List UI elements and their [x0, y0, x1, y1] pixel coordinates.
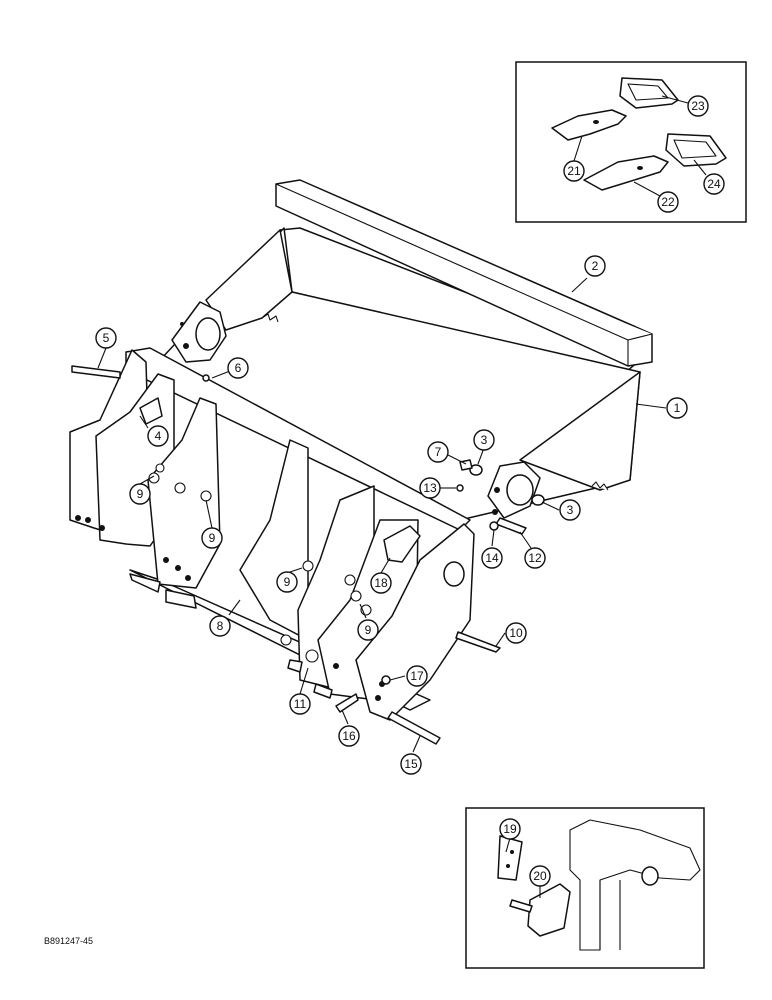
svg-text:14: 14	[485, 551, 499, 565]
callout-5: 5	[95, 327, 117, 349]
svg-text:9: 9	[209, 531, 216, 545]
callout-16: 16	[338, 725, 360, 747]
svg-text:13: 13	[423, 481, 437, 495]
svg-text:9: 9	[365, 623, 372, 637]
svg-text:16: 16	[342, 729, 356, 743]
callout-23: 23	[687, 95, 709, 117]
callout-8: 8	[209, 615, 231, 637]
left-pivot-boss	[171, 301, 227, 363]
svg-text:12: 12	[528, 551, 542, 565]
leader-lines	[97, 277, 667, 753]
bushing-3-right	[531, 494, 545, 506]
bushing-3-top	[469, 464, 483, 476]
svg-text:5: 5	[103, 331, 110, 345]
fitting-13	[456, 484, 464, 492]
callout-13: 13	[419, 477, 441, 499]
svg-text:3: 3	[567, 503, 574, 517]
callout-20: 20	[529, 865, 551, 887]
hardware	[71, 365, 545, 745]
callout-2: 2	[584, 255, 606, 277]
callout-7: 7	[427, 441, 449, 463]
svg-text:3: 3	[481, 433, 488, 447]
quick-attach-frame	[69, 347, 475, 721]
svg-text:10: 10	[509, 626, 523, 640]
callout-14: 14	[481, 547, 503, 569]
callout-10: 10	[505, 622, 527, 644]
spill-guard	[275, 179, 653, 367]
svg-text:21: 21	[567, 164, 581, 178]
callout-1: 1	[666, 397, 688, 419]
svg-text:2: 2	[592, 259, 599, 273]
svg-text:20: 20	[533, 869, 547, 883]
svg-text:17: 17	[410, 669, 424, 683]
adapter-22	[583, 155, 669, 191]
pin-5	[71, 365, 121, 379]
svg-text:8: 8	[217, 619, 224, 633]
svg-text:9: 9	[137, 487, 144, 501]
pin-15	[387, 711, 441, 745]
svg-text:7: 7	[435, 445, 442, 459]
callout-17: 17	[406, 665, 428, 687]
pin-10	[455, 631, 501, 653]
nut-6	[202, 374, 210, 382]
svg-text:24: 24	[707, 177, 721, 191]
callout-11: 11	[289, 693, 311, 715]
callout-9-b: 9	[201, 527, 223, 549]
callout-9-a: 9	[129, 483, 151, 505]
callout-3-right: 3	[559, 499, 581, 521]
callout-12: 12	[524, 547, 546, 569]
svg-text:9: 9	[284, 575, 291, 589]
callout-4: 4	[147, 425, 169, 447]
svg-text:22: 22	[661, 195, 675, 209]
svg-text:15: 15	[404, 757, 418, 771]
svg-text:4: 4	[155, 429, 162, 443]
svg-text:19: 19	[503, 822, 517, 836]
adapter-21	[551, 109, 627, 141]
svg-text:6: 6	[235, 361, 242, 375]
svg-text:11: 11	[294, 697, 307, 711]
svg-text:1: 1	[674, 401, 681, 415]
pin-12	[495, 517, 527, 535]
nut-17	[381, 675, 391, 685]
callout-15: 15	[400, 753, 422, 775]
svg-text:18: 18	[374, 576, 388, 590]
callout-9-d: 9	[357, 619, 379, 641]
callout-6: 6	[227, 357, 249, 379]
svg-text:23: 23	[691, 99, 705, 113]
callout-24: 24	[703, 173, 725, 195]
callout-3-top: 3	[473, 429, 495, 451]
bracket-20	[527, 883, 571, 937]
callout-21: 21	[563, 160, 585, 182]
callout-9-c: 9	[276, 571, 298, 593]
teeth-inset	[515, 61, 747, 223]
right-pivot-boss	[487, 461, 541, 519]
tooth-24	[665, 133, 727, 167]
tooth-23	[619, 77, 679, 109]
wear-pad-19	[497, 835, 523, 881]
bolt-16	[335, 693, 359, 713]
callout-22: 22	[657, 191, 679, 213]
callout-18: 18	[370, 572, 392, 594]
figure-code: B891247-45	[44, 936, 94, 946]
nut-14	[489, 521, 499, 531]
callout-19: 19	[499, 818, 521, 840]
